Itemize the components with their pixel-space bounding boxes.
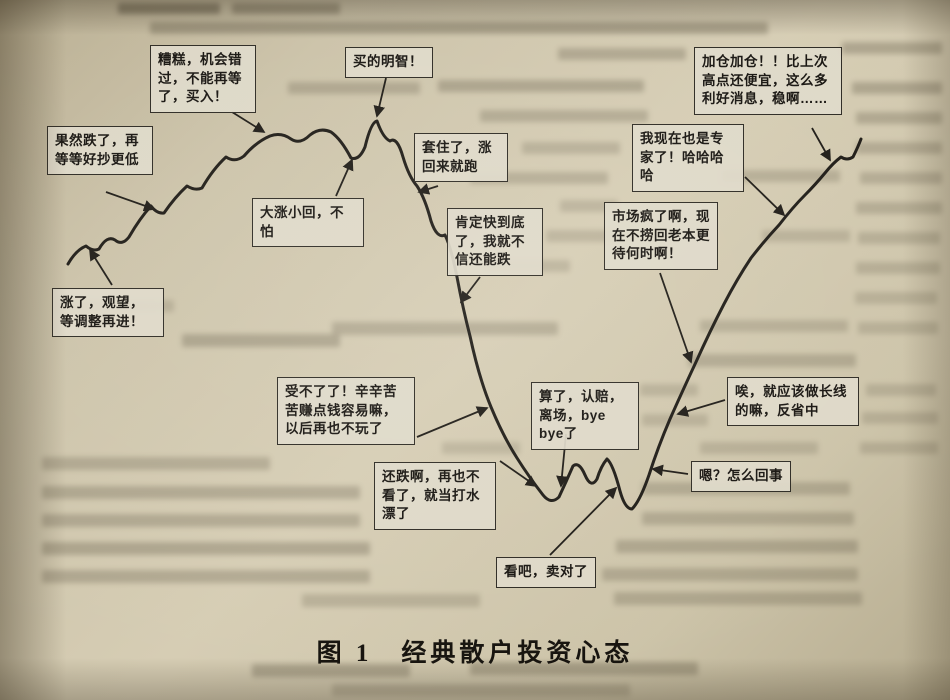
blurred-text-line bbox=[480, 110, 648, 122]
blurred-text-line bbox=[862, 412, 938, 424]
blurred-text-line bbox=[288, 82, 420, 94]
blurred-text-line bbox=[842, 42, 942, 54]
note-still-falling: 还跌啊，再也不看了，就当打水漂了 bbox=[374, 462, 496, 530]
blurred-text-line bbox=[866, 384, 936, 396]
blurred-text-line bbox=[700, 442, 818, 454]
blurred-text-line bbox=[182, 334, 340, 347]
blurred-text-line bbox=[860, 442, 938, 454]
arrow-big-rise-small-dip bbox=[335, 158, 354, 197]
arrow-trapped bbox=[417, 183, 439, 195]
blurred-text-line bbox=[42, 542, 370, 555]
blurred-text-line bbox=[560, 200, 618, 212]
note-right-to-sell: 看吧，卖对了 bbox=[496, 557, 596, 588]
blurred-text-line bbox=[42, 514, 360, 527]
arrow-expert-now bbox=[744, 176, 786, 217]
note-bottom-soon: 肯定快到底了，我就不信还能跌 bbox=[447, 208, 543, 276]
blurred-text-line bbox=[602, 568, 858, 581]
arrow-fell-wait-lower bbox=[105, 191, 156, 212]
blurred-text-line bbox=[858, 322, 938, 334]
arrow-wise-buy bbox=[373, 77, 387, 118]
blurred-text-line bbox=[470, 662, 698, 675]
arrow-should-hold-long bbox=[676, 399, 726, 417]
arrow-rose-wait bbox=[89, 248, 113, 286]
blurred-text-line bbox=[688, 354, 856, 367]
blurred-text-line bbox=[522, 142, 620, 154]
arrow-whats-going-on bbox=[651, 464, 689, 477]
blurred-text-line bbox=[558, 48, 686, 60]
blurred-text-line bbox=[616, 540, 858, 553]
blurred-text-line bbox=[856, 202, 942, 214]
note-big-rise-small-dip: 大涨小回，不怕 bbox=[252, 198, 364, 248]
blurred-text-line bbox=[762, 230, 850, 242]
blurred-text-line bbox=[700, 320, 848, 332]
blurred-text-line bbox=[42, 486, 360, 499]
blurred-text-line bbox=[442, 442, 520, 454]
note-expert-now: 我现在也是专家了！哈哈哈哈 bbox=[632, 124, 744, 192]
blurred-text-line bbox=[332, 684, 630, 696]
blurred-text-line bbox=[252, 664, 410, 677]
blurred-text-line bbox=[852, 82, 942, 94]
arrow-add-position bbox=[811, 127, 831, 162]
arrow-right-to-sell bbox=[549, 486, 618, 556]
note-should-hold-long: 唉，就应该做长线的嘛，反省中 bbox=[727, 377, 859, 427]
arrow-cant-take-it bbox=[416, 406, 489, 438]
blurred-text-line bbox=[856, 142, 942, 154]
blurred-text-line bbox=[614, 592, 862, 605]
blurred-text-line bbox=[642, 414, 708, 426]
note-fell-wait-lower: 果然跌了，再等等好抄更低 bbox=[47, 126, 153, 176]
blurred-text-line bbox=[232, 3, 340, 14]
blurred-text-line bbox=[722, 170, 840, 182]
blurred-text-line bbox=[302, 594, 480, 607]
note-add-position: 加仓加仓！！比上次高点还便宜，这么多利好消息，稳啊…… bbox=[694, 47, 842, 115]
figure-caption: 图 1 经典散户投资心态 bbox=[316, 640, 634, 667]
note-missed-chance-buy: 糟糕，机会错过，不能再等了，买入！ bbox=[150, 45, 256, 113]
arrow-market-crazy bbox=[659, 272, 694, 364]
note-rose-wait: 涨了，观望，等调整再进！ bbox=[52, 288, 164, 338]
blurred-text-line bbox=[150, 22, 768, 34]
blurred-text-line bbox=[118, 3, 220, 14]
blurred-text-line bbox=[856, 262, 940, 274]
note-market-crazy: 市场疯了啊，现在不捞回老本更待何时啊！ bbox=[604, 202, 718, 270]
note-cant-take-it: 受不了了！辛辛苦苦赚点钱容易嘛，以后再也不玩了 bbox=[277, 377, 415, 445]
note-trapped: 套住了，涨回来就跑 bbox=[414, 133, 508, 183]
blurred-text-line bbox=[332, 322, 558, 335]
blurred-text-line bbox=[438, 80, 644, 92]
blurred-text-line bbox=[856, 112, 942, 124]
blurred-text-line bbox=[855, 292, 937, 304]
arrow-bottom-soon bbox=[459, 276, 481, 304]
blurred-text-line bbox=[42, 570, 370, 583]
blurred-text-line bbox=[860, 172, 942, 184]
note-wise-buy: 买的明智！ bbox=[345, 47, 433, 78]
note-accept-loss: 算了，认赔，离场，bye bye了 bbox=[531, 382, 639, 450]
arrow-missed-chance-buy bbox=[231, 111, 266, 133]
blurred-text-line bbox=[858, 232, 940, 244]
arrow-still-falling bbox=[499, 460, 538, 488]
note-whats-going-on: 嗯？怎么回事 bbox=[691, 461, 791, 492]
blurred-text-line bbox=[642, 512, 854, 525]
blurred-text-line bbox=[42, 457, 270, 470]
blurred-text-line bbox=[546, 230, 614, 242]
